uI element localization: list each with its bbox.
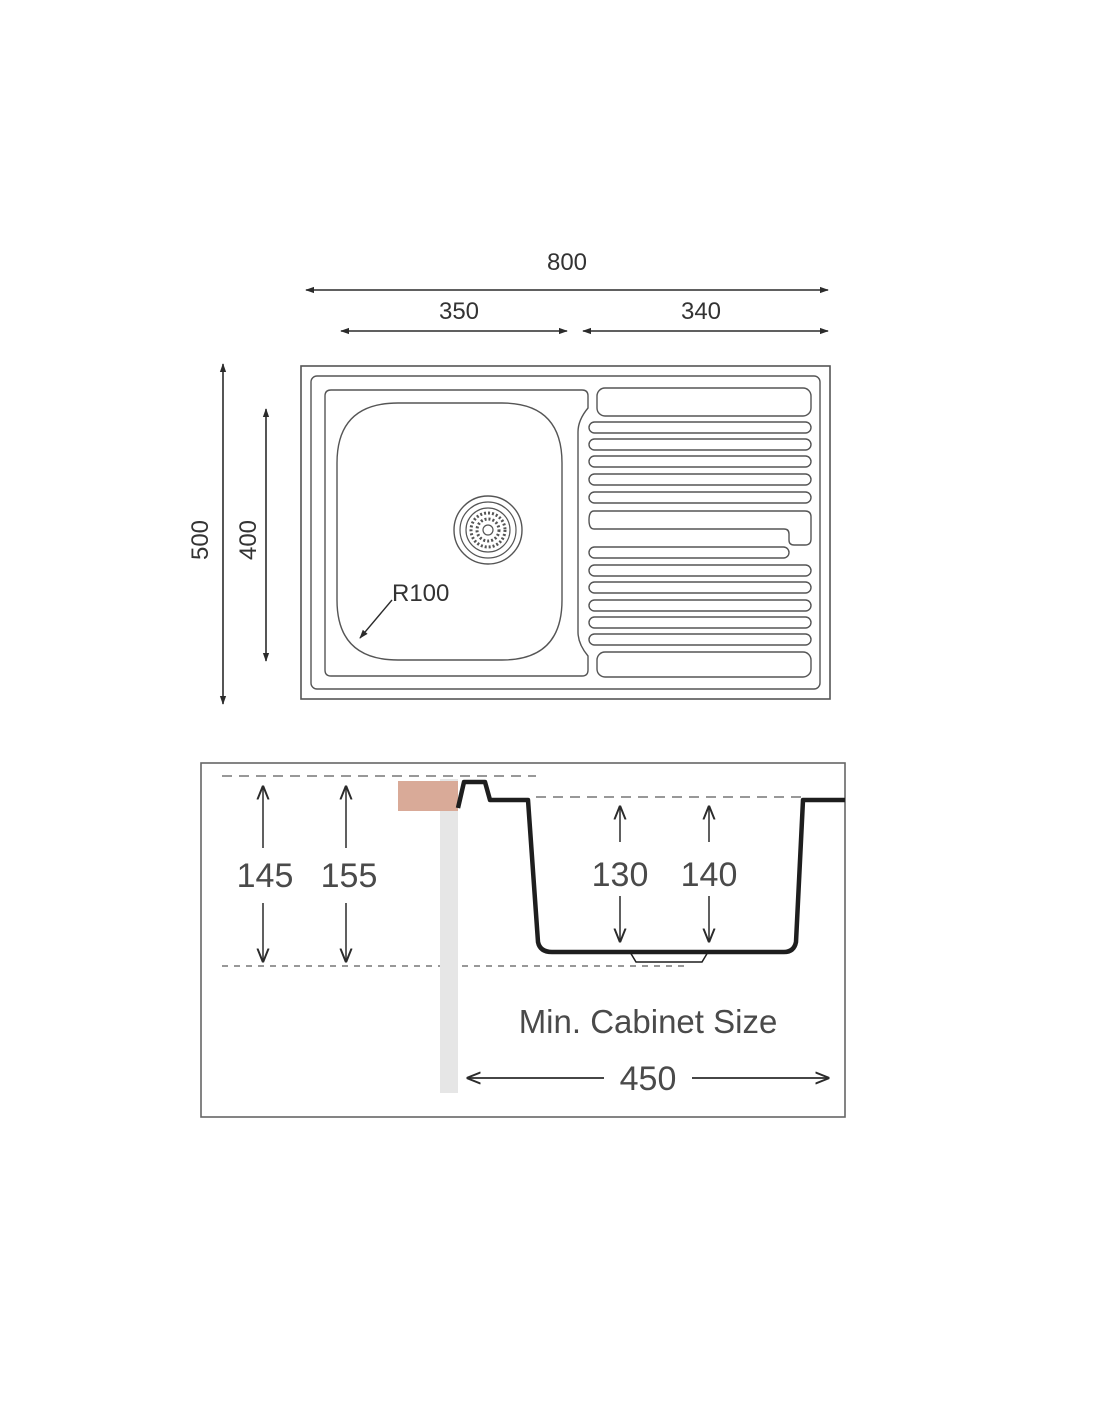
corner-radius-label: R100 bbox=[392, 580, 449, 607]
bowl-width-label: 350 bbox=[439, 298, 479, 325]
corner-radius-callout: R100 bbox=[359, 580, 449, 639]
top-view: 800 350 340 500 400 bbox=[187, 249, 831, 705]
cabinet-size-label: Min. Cabinet Size bbox=[519, 1003, 778, 1040]
dimension-drainer-width: 340 bbox=[582, 298, 829, 335]
bowl-recess-outline bbox=[324, 389, 589, 677]
dimension-bowl-depth: 400 bbox=[235, 408, 270, 662]
bowl-depth-130-label: 130 bbox=[592, 856, 649, 894]
section-frame bbox=[200, 762, 846, 1118]
dimension-overall-width: 800 bbox=[305, 249, 829, 294]
drain-strainer bbox=[453, 495, 523, 565]
depth-145-label: 145 bbox=[237, 857, 294, 895]
bowl-depth-140-label: 140 bbox=[681, 856, 738, 894]
bowl-depth-label: 400 bbox=[235, 520, 262, 560]
dimension-bowl-depth-130: 130 bbox=[592, 807, 649, 941]
overall-depth-label: 500 bbox=[187, 520, 214, 560]
drainer-width-label: 340 bbox=[681, 298, 721, 325]
corner-radius-leader bbox=[359, 599, 393, 639]
overall-width-label: 800 bbox=[547, 249, 587, 276]
sink-outer-edge bbox=[300, 365, 831, 700]
dimension-cabinet-width: 450 bbox=[468, 1060, 828, 1098]
cabinet-width-label: 450 bbox=[620, 1060, 677, 1098]
sink-inner-rim bbox=[310, 375, 821, 690]
bowl-basin bbox=[336, 402, 563, 661]
dimension-overall-depth: 500 bbox=[187, 363, 227, 705]
drain-outlet-profile bbox=[629, 951, 709, 963]
section-view: 145 155 130 140 Min. Cabinet Size 450 bbox=[200, 762, 846, 1118]
dimension-depth-155: 155 bbox=[321, 787, 378, 961]
dimension-bowl-width: 350 bbox=[340, 298, 568, 335]
drainer-ribs bbox=[588, 387, 812, 678]
depth-155-label: 155 bbox=[321, 857, 378, 895]
countertop-section bbox=[398, 781, 458, 811]
sink-profile bbox=[455, 779, 845, 955]
dimension-depth-145: 145 bbox=[237, 787, 294, 961]
dimension-bowl-depth-140: 140 bbox=[681, 807, 738, 941]
cabinet-side-panel bbox=[440, 779, 458, 1093]
